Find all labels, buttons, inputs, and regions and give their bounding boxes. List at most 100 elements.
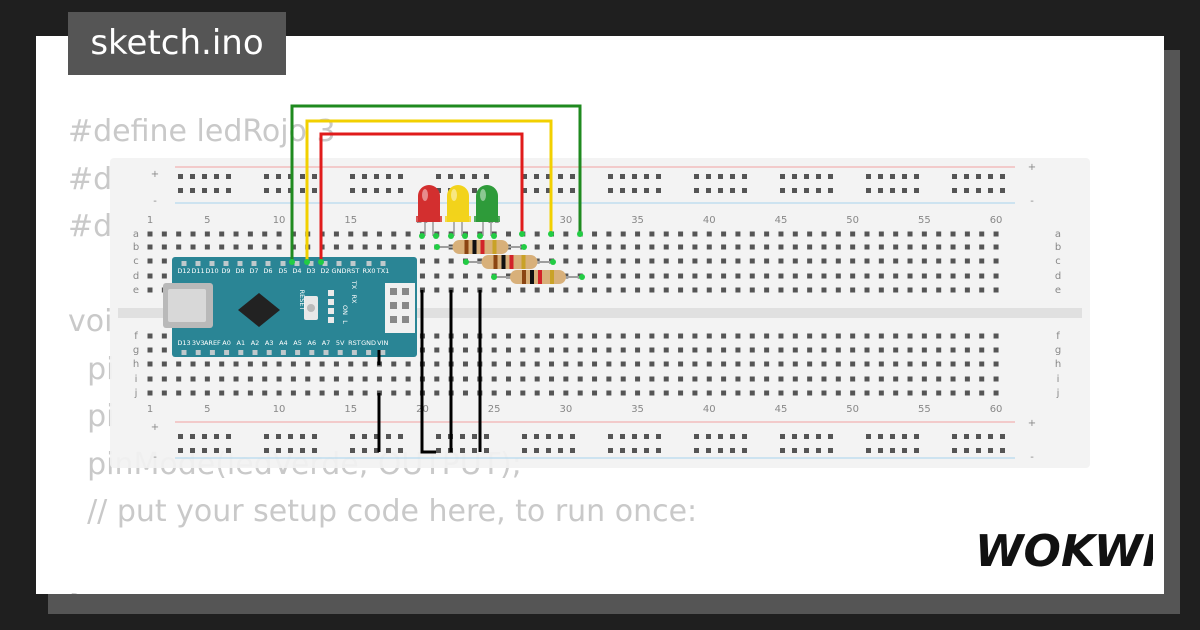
breadboard-hole — [190, 231, 196, 237]
breadboard-hole — [534, 231, 540, 237]
column-number-bottom: 40 — [703, 404, 716, 415]
rail-hole — [890, 448, 895, 453]
arduino-top-pin — [237, 261, 243, 266]
arduino-bottom-pin-label: 5V — [336, 339, 345, 347]
breadboard-hole — [577, 287, 583, 293]
breadboard-hole — [807, 347, 813, 353]
breadboard-hole — [262, 361, 268, 367]
breadboard-hole — [276, 376, 282, 382]
breadboard-hole — [893, 333, 899, 339]
rail-hole — [350, 448, 355, 453]
wire-green — [290, 104, 582, 263]
rail-hole — [890, 174, 895, 179]
rail-hole — [300, 188, 305, 193]
breadboard-hole — [936, 347, 942, 353]
breadboard-hole — [592, 287, 598, 293]
breadboard-hole — [936, 390, 942, 396]
rail-hole — [632, 434, 637, 439]
breadboard-hole — [534, 244, 540, 250]
rail-hole — [374, 174, 379, 179]
arduino-bottom-pin — [351, 350, 357, 355]
rail-hole — [472, 448, 477, 453]
breadboard-hole — [993, 244, 999, 250]
code-line: pi — [68, 399, 115, 434]
breadboard-hole — [204, 390, 210, 396]
breadboard-hole — [276, 390, 282, 396]
breadboard-hole — [147, 390, 153, 396]
breadboard-hole — [964, 376, 970, 382]
column-number-bottom: 30 — [559, 404, 572, 415]
rail-symbol: + — [1028, 418, 1036, 429]
breadboard-hole — [262, 376, 268, 382]
icsp-pin — [390, 302, 397, 309]
breadboard-hole — [376, 244, 382, 250]
rail-hole — [632, 448, 637, 453]
breadboard-hole — [620, 361, 626, 367]
rail-hole — [534, 174, 539, 179]
rail-symbol: - — [1030, 452, 1034, 463]
rail-hole — [694, 188, 699, 193]
breadboard-hole — [635, 333, 641, 339]
breadboard-hole — [907, 347, 913, 353]
breadboard-hole — [936, 258, 942, 264]
breadboard-hole — [749, 244, 755, 250]
column-number-top: 30 — [559, 215, 572, 226]
breadboard-hole — [620, 347, 626, 353]
breadboard-hole — [807, 361, 813, 367]
breadboard-hole — [792, 258, 798, 264]
breadboard-hole — [147, 244, 153, 250]
breadboard-hole — [391, 231, 397, 237]
rail-hole — [362, 448, 367, 453]
rail-hole — [558, 448, 563, 453]
resistor-band — [530, 270, 534, 284]
breadboard-hole — [735, 333, 741, 339]
rail-hole — [914, 434, 919, 439]
breadboard-hole — [448, 258, 454, 264]
breadboard-hole — [247, 231, 253, 237]
breadboard-hole — [907, 376, 913, 382]
breadboard-hole — [520, 347, 526, 353]
breadboard-hole — [204, 244, 210, 250]
rail-hole — [546, 434, 551, 439]
breadboard-hole — [333, 376, 339, 382]
rail-hole — [178, 434, 183, 439]
arduino-bottom-pin — [209, 350, 215, 355]
arduino-top-pin — [251, 261, 257, 266]
arduino-top-pin — [336, 261, 342, 266]
breadboard-hole — [950, 361, 956, 367]
breadboard-hole — [262, 231, 268, 237]
breadboard-hole — [850, 287, 856, 293]
breadboard-hole — [391, 361, 397, 367]
rail-hole — [718, 174, 723, 179]
arduino-board-label: RX — [350, 295, 358, 305]
breadboard-hole — [735, 390, 741, 396]
rail-hole — [448, 174, 453, 179]
wire-endpoint — [519, 231, 525, 237]
breadboard-hole — [305, 361, 311, 367]
breadboard-hole — [190, 361, 196, 367]
breadboard-hole — [778, 287, 784, 293]
rail-hole — [976, 448, 981, 453]
arduino-top-pin-label: D3 — [306, 267, 315, 275]
breadboard-hole — [663, 376, 669, 382]
rail-hole — [214, 434, 219, 439]
breadboard-hole — [649, 333, 655, 339]
breadboard-hole — [921, 244, 927, 250]
arduino-top-pin — [294, 261, 300, 266]
rail-hole — [988, 188, 993, 193]
breadboard-hole — [764, 287, 770, 293]
code-line: #define ledRojo 3 — [68, 114, 336, 149]
breadboard-hole — [362, 376, 368, 382]
arduino-top-pin-label: D9 — [221, 267, 230, 275]
breadboard-hole — [778, 347, 784, 353]
column-number-top: 50 — [846, 215, 859, 226]
breadboard-hole — [563, 376, 569, 382]
breadboard-hole — [964, 287, 970, 293]
breadboard-hole — [491, 376, 497, 382]
arduino-bottom-pin-label: A6 — [308, 339, 317, 347]
breadboard-hole — [147, 361, 153, 367]
breadboard-hole — [893, 390, 899, 396]
arduino-top-pin — [223, 261, 229, 266]
column-number-bottom: 10 — [273, 404, 286, 415]
rail-hole — [706, 434, 711, 439]
